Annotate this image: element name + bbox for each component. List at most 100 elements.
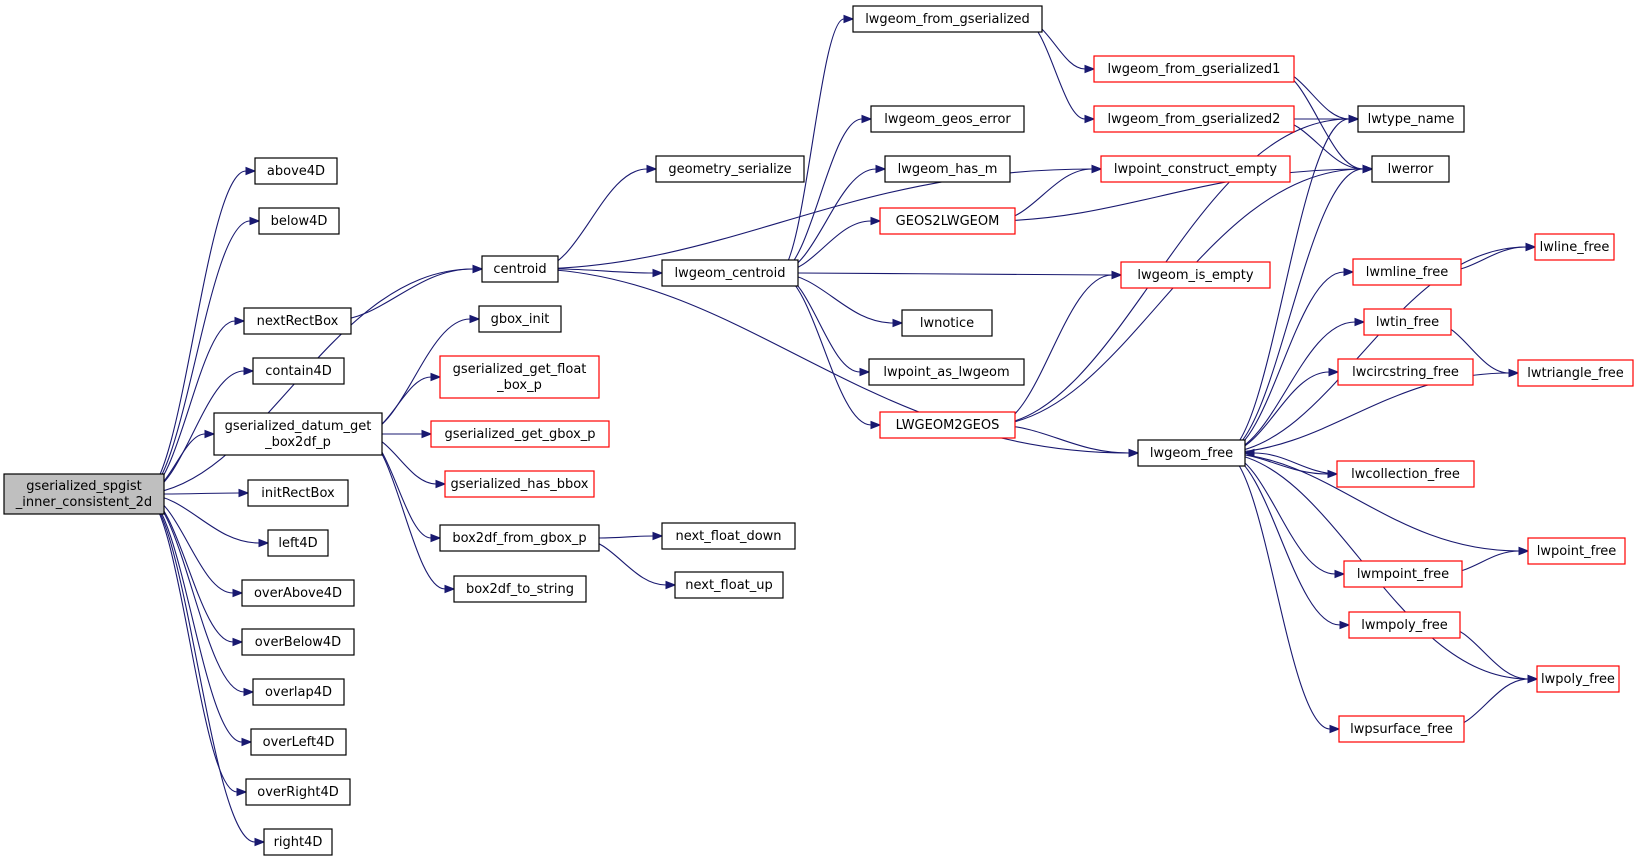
node-lwlinefree[interactable]: lwline_free <box>1534 233 1615 261</box>
node-overlap4D[interactable]: overlap4D <box>252 678 345 706</box>
node-box <box>884 155 1011 183</box>
arrowhead-icon <box>430 533 442 543</box>
node-gsdgb[interactable]: gserialized_datum_get_box2df_p <box>213 412 383 456</box>
node-lwcollfree[interactable]: lwcollection_free <box>1336 460 1475 488</box>
node-lwtinfree[interactable]: lwtin_free <box>1363 308 1452 336</box>
arrowhead-icon <box>652 531 664 541</box>
arrowhead-icon <box>243 366 255 376</box>
edge-line <box>1253 452 1338 475</box>
node-lwcentroid[interactable]: lwgeom_centroid <box>661 259 799 287</box>
node-label: right4D <box>274 835 323 850</box>
node-box <box>661 522 796 550</box>
node-box <box>1343 560 1463 588</box>
node-gsgfbp[interactable]: gserialized_get_float_box_p <box>439 355 600 399</box>
node-box <box>478 305 562 333</box>
node-nextRectBox[interactable]: nextRectBox <box>243 307 352 335</box>
node-gsggp[interactable]: gserialized_get_gbox_p <box>430 420 610 448</box>
node-label: above4D <box>267 164 325 179</box>
edge-line <box>163 492 240 495</box>
edge-line <box>1226 452 1341 626</box>
node-lwisempty[interactable]: lwgeom_is_empty <box>1120 261 1271 289</box>
arrowhead-icon <box>236 787 248 797</box>
arrowhead-icon <box>1343 267 1355 277</box>
node-lwtrifree[interactable]: lwtriangle_free <box>1517 359 1634 387</box>
edge-line <box>539 268 1130 454</box>
node-contain4D[interactable]: contain4D <box>252 357 345 385</box>
node-label: GEOS2LWGEOM <box>896 214 1000 229</box>
node-label: lwerror <box>1388 162 1434 177</box>
node-lwfromgs1[interactable]: lwgeom_from_gserialized1 <box>1093 55 1295 83</box>
arrowhead-icon <box>444 584 456 594</box>
node-below4D[interactable]: below4D <box>258 207 340 235</box>
node-overBelow4D[interactable]: overBelow4D <box>241 628 355 656</box>
node-b2dfgb[interactable]: box2df_from_gbox_p <box>439 524 600 552</box>
node-lwerror[interactable]: lwerror <box>1371 155 1450 183</box>
node-lwfree[interactable]: lwgeom_free <box>1137 439 1246 467</box>
node-label: box2df_to_string <box>466 582 574 597</box>
arrowhead-icon <box>646 164 658 174</box>
node-label: lwcircstring_free <box>1352 365 1459 380</box>
arrowhead-icon <box>859 367 871 377</box>
node-lwcircfree[interactable]: lwcircstring_free <box>1337 358 1474 386</box>
node-label: next_float_down <box>675 529 781 544</box>
node-root[interactable]: gserialized_spgist_inner_consistent_2d <box>3 473 165 515</box>
node-overLeft4D[interactable]: overLeft4D <box>250 728 347 756</box>
node-lwfromgs[interactable]: lwgeom_from_gserialized <box>852 5 1043 33</box>
node-lwgeoserr[interactable]: lwgeom_geos_error <box>870 105 1025 133</box>
node-lwmlinefree[interactable]: lwmline_free <box>1352 258 1462 286</box>
node-nfup[interactable]: next_float_up <box>674 571 784 599</box>
node-lwhasm[interactable]: lwgeom_has_m <box>884 155 1011 183</box>
node-lwptfree[interactable]: lwpoint_free <box>1527 537 1626 565</box>
node-label: overAbove4D <box>254 586 342 601</box>
edge-lwcentroid-to-lw2geos <box>779 272 882 430</box>
arrowhead-icon <box>243 687 255 697</box>
node-above4D[interactable]: above4D <box>254 157 338 185</box>
node-lwpsurffree[interactable]: lwpsurface_free <box>1338 715 1465 743</box>
arrowhead-icon <box>249 216 261 226</box>
node-label: overlap4D <box>265 685 332 700</box>
node-centroid[interactable]: centroid <box>481 255 559 283</box>
node-lwmptfree[interactable]: lwmpoint_free <box>1343 560 1463 588</box>
edge-root-to-right4D <box>145 493 266 847</box>
node-lwfromgs2[interactable]: lwgeom_from_gserialized2 <box>1093 105 1295 133</box>
edge-line <box>539 168 648 270</box>
node-lw2geos[interactable]: LWGEOM2GEOS <box>879 411 1016 439</box>
edge-line <box>779 18 845 274</box>
node-gshb[interactable]: gserialized_has_bbox <box>444 470 595 498</box>
node-box <box>213 412 383 456</box>
arrowhead-icon <box>1334 569 1346 579</box>
node-box <box>1337 358 1474 386</box>
node-gbox_init[interactable]: gbox_init <box>478 305 562 333</box>
arrowhead-icon <box>1362 164 1374 174</box>
node-geomser[interactable]: geometry_serialize <box>655 155 805 183</box>
node-overRight4D[interactable]: overRight4D <box>245 778 351 806</box>
arrowhead-icon <box>861 114 873 124</box>
arrowhead-icon <box>1243 448 1255 458</box>
edge-lwfree-to-lwpsurffree <box>1226 452 1341 734</box>
node-right4D[interactable]: right4D <box>263 828 333 856</box>
node-initRectBox[interactable]: initRectBox <box>247 479 349 507</box>
edge-line <box>1226 452 1331 730</box>
node-lwnotice[interactable]: lwnotice <box>901 309 993 337</box>
edge-lwcentroid-to-lwgeoserr <box>779 114 873 274</box>
node-lwptaslw[interactable]: lwpoint_as_lwgeom <box>868 358 1025 386</box>
node-b2dts[interactable]: box2df_to_string <box>453 575 587 603</box>
node-box <box>868 358 1025 386</box>
arrowhead-icon <box>1339 620 1351 630</box>
arrowhead-icon <box>1128 448 1140 458</box>
node-lwmpolyfree[interactable]: lwmpoly_free <box>1348 611 1461 639</box>
node-nfdown[interactable]: next_float_down <box>661 522 796 550</box>
node-lwpolyfree[interactable]: lwpoly_free <box>1536 665 1620 693</box>
node-overAbove4D[interactable]: overAbove4D <box>241 579 355 607</box>
arrowhead-icon <box>1084 114 1096 124</box>
node-label: gserialized_get_float <box>453 362 587 377</box>
arrowhead-icon <box>241 737 253 747</box>
node-box <box>852 5 1043 33</box>
node-box <box>252 357 345 385</box>
node-lwtype[interactable]: lwtype_name <box>1357 105 1465 133</box>
edge-root-to-overLeft4D <box>145 493 253 747</box>
node-left4D[interactable]: left4D <box>267 529 329 557</box>
node-geos2lw[interactable]: GEOS2LWGEOM <box>879 207 1016 235</box>
node-lwptce[interactable]: lwpoint_construct_empty <box>1100 155 1291 183</box>
node-label: lwtriangle_free <box>1527 366 1624 381</box>
